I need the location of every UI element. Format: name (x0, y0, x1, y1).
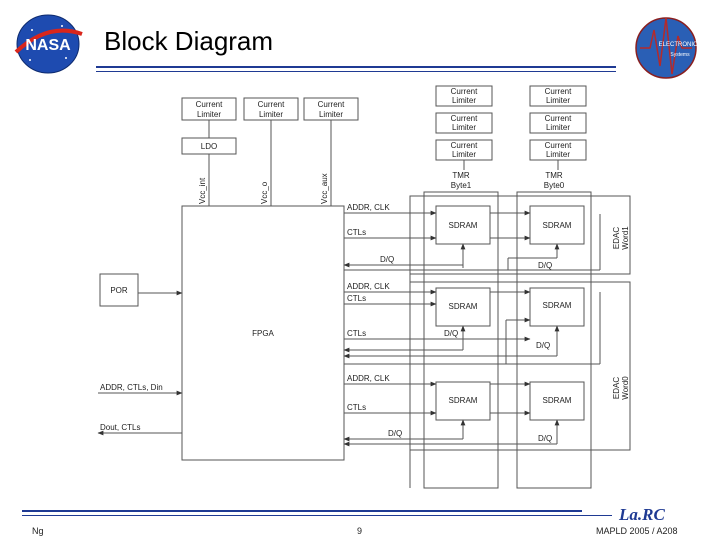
current-limiter-8-label-b: Limiter (546, 123, 570, 132)
current-limiter-4-label-b: Limiter (452, 96, 476, 105)
footer-rule-top (22, 510, 582, 512)
ctls-label-2a: CTLs (347, 294, 366, 303)
current-limiter-9-label-a: Current (545, 141, 572, 150)
current-limiter-7-label-b: Limiter (546, 96, 570, 105)
current-limiter-2-label-b: Limiter (259, 110, 283, 119)
fpga-block (181, 205, 345, 461)
por-block (99, 273, 139, 307)
current-limiter-7-label-a: Current (545, 87, 572, 96)
dq-label-1: D/Q (380, 255, 394, 264)
current-limiter-6-label-b: Limiter (452, 150, 476, 159)
current-limiter-5-label-b: Limiter (452, 123, 476, 132)
logo-electronic-text: ELECTRONIC (659, 42, 698, 48)
ctls-label-2b: CTLs (347, 329, 366, 338)
current-limiter-1-label-b: Limiter (197, 110, 221, 119)
current-limiter-7 (529, 85, 587, 107)
ctls-label-1: CTLs (347, 228, 366, 237)
current-limiter-8-label-a: Current (545, 114, 572, 123)
current-limiter-8 (529, 112, 587, 134)
edac0-label-a: EDAC (612, 377, 621, 399)
addr-ctls-din-label: ADDR, CTLs, Din (100, 383, 163, 392)
current-limiter-3-label-b: Limiter (319, 110, 343, 119)
current-limiter-4 (435, 85, 493, 107)
larc-logo: La.RC (619, 505, 665, 524)
current-limiter-4-label-a: Current (451, 87, 478, 96)
sdram-1-1 (435, 205, 491, 245)
sdram-2-0-label: SDRAM (543, 301, 572, 310)
sdram-1-0 (529, 205, 585, 245)
sdram-3-1 (435, 381, 491, 421)
sdram-3-0 (529, 381, 585, 421)
vcc-int-label: Vcc_int (198, 177, 207, 204)
addr-clk-label-1: ADDR, CLK (347, 203, 390, 212)
footer-page-number: 9 (357, 526, 363, 536)
dq-label-1b: D/Q (538, 261, 552, 270)
tmr1-label-a: TMR (452, 171, 470, 180)
edac1-label-b: Word1 (621, 226, 630, 250)
vcc-o-label: Vcc_o (260, 181, 269, 204)
footer-author: Ng (32, 526, 44, 536)
current-limiter-3-label-a: Current (318, 100, 345, 109)
vcc-aux-label: Vcc_aux (320, 173, 329, 204)
addr-clk-label-3: ADDR, CLK (347, 374, 390, 383)
logo-systems-text: Systems (670, 52, 690, 58)
nasa-logo-text: NASA (25, 37, 71, 54)
header-rule-top (96, 66, 616, 68)
sdram-3-1-label: SDRAM (449, 396, 478, 405)
current-limiter-6-label-a: Current (451, 141, 478, 150)
por-label: POR (110, 286, 128, 295)
footer-rule-bottom (22, 515, 612, 516)
sdram-2-1-label: SDRAM (449, 302, 478, 311)
tmr1-label-b: Byte1 (451, 181, 472, 190)
tmr0-label-b: Byte0 (544, 181, 565, 190)
current-limiter-5-label-a: Current (451, 114, 478, 123)
sdram-2-1 (435, 287, 491, 327)
slide-title: Block Diagram (104, 26, 274, 56)
tmr-byte0-column (516, 191, 592, 489)
edac1-label-a: EDAC (612, 227, 621, 249)
header-rule-bottom (96, 71, 616, 72)
current-limiter-9-label-b: Limiter (546, 150, 570, 159)
sdram-1-0-label: SDRAM (543, 221, 572, 230)
fpga-label: FPGA (252, 329, 274, 338)
dq-label-2: D/Q (444, 329, 458, 338)
footer-conference: MAPLD 2005 / A208 (596, 526, 678, 536)
nasa-logo: NASA (12, 12, 84, 76)
ldo-label: LDO (201, 142, 217, 151)
current-limiter-2-label-a: Current (258, 100, 285, 109)
current-limiter-1-label-a: Current (196, 100, 223, 109)
sdram-3-0-label: SDRAM (543, 396, 572, 405)
ctls-label-3: CTLs (347, 403, 366, 412)
tmr0-label-a: TMR (545, 171, 563, 180)
dq-label-3b: D/Q (538, 434, 552, 443)
current-limiter-5 (435, 112, 493, 134)
sdram-1-1-label: SDRAM (449, 221, 478, 230)
edac0-label-b: Word0 (621, 376, 630, 400)
addr-clk-label-2: ADDR, CLK (347, 282, 390, 291)
dq-label-3: D/Q (388, 429, 402, 438)
dout-ctls-label: Dout, CTLs (100, 423, 140, 432)
tmr-byte1-column (423, 191, 499, 489)
electronic-systems-logo: ELECTRONIC Systems (626, 12, 706, 80)
dq-label-2b: D/Q (536, 341, 550, 350)
